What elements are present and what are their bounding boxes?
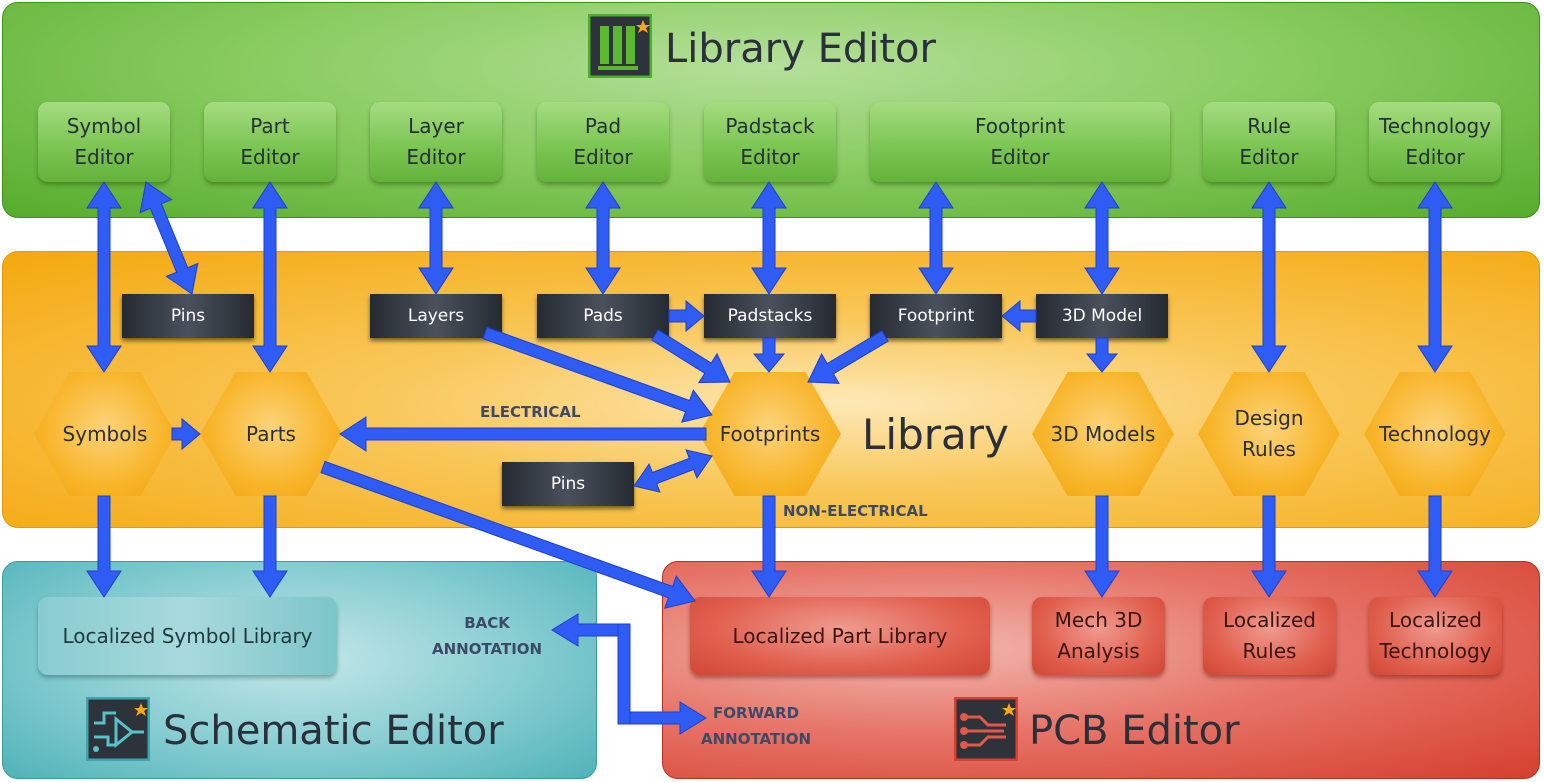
forward-annotation-label: FORWARD ANNOTATION bbox=[701, 704, 812, 748]
mech-3d-analysis-box: Mech 3D Analysis bbox=[1032, 597, 1165, 675]
schematic-editor-icon bbox=[85, 696, 151, 762]
annotation-connector bbox=[617, 623, 631, 725]
localized-technology-box: Localized Technology bbox=[1369, 597, 1502, 675]
electrical-label: ELECTRICAL bbox=[480, 403, 581, 421]
padstack-editor-button[interactable]: Padstack Editor bbox=[704, 102, 836, 182]
footprint-element: Footprint bbox=[870, 294, 1002, 338]
pads-element: Pads bbox=[537, 294, 669, 338]
localized-part-library-box: Localized Part Library bbox=[690, 597, 990, 675]
layer-editor-button[interactable]: Layer Editor bbox=[370, 102, 502, 182]
pcb-editor-icon bbox=[953, 696, 1019, 762]
pins-element-bottom: Pins bbox=[502, 462, 634, 506]
footprints-hexagon: Footprints bbox=[699, 372, 841, 496]
3d-model-element: 3D Model bbox=[1036, 294, 1168, 338]
footprint-editor-button[interactable]: Footprint Editor bbox=[870, 102, 1170, 182]
rule-editor-button[interactable]: Rule Editor bbox=[1203, 102, 1335, 182]
pins-element-top: Pins bbox=[122, 294, 254, 338]
back-annotation-label: BACK ANNOTATION bbox=[432, 614, 543, 658]
library-title: Library bbox=[862, 410, 1009, 459]
library-editor-icon bbox=[587, 13, 653, 79]
non-electrical-label: NON-ELECTRICAL bbox=[783, 502, 928, 520]
library-editor-title: Library Editor bbox=[665, 26, 936, 72]
schematic-editor-title: Schematic Editor bbox=[163, 708, 504, 754]
pcb-editor-title: PCB Editor bbox=[1029, 708, 1240, 754]
symbol-editor-button[interactable]: Symbol Editor bbox=[38, 102, 170, 182]
technology-editor-button[interactable]: Technology Editor bbox=[1369, 102, 1501, 182]
pad-editor-button[interactable]: Pad Editor bbox=[537, 102, 669, 182]
padstacks-element: Padstacks bbox=[704, 294, 836, 338]
localized-rules-box: Localized Rules bbox=[1203, 597, 1336, 675]
part-editor-button[interactable]: Part Editor bbox=[204, 102, 336, 182]
layers-element: Layers bbox=[370, 294, 502, 338]
localized-symbol-library-box: Localized Symbol Library bbox=[38, 597, 337, 675]
